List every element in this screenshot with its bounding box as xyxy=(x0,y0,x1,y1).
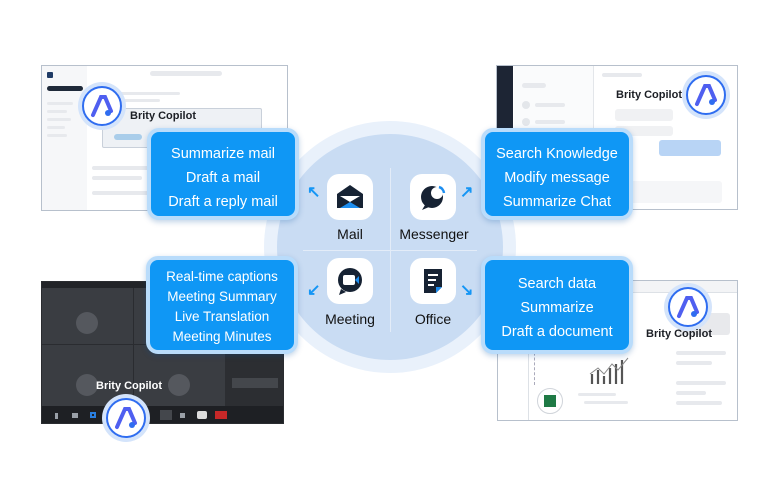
copilot-label-meeting: Brity Copilot xyxy=(96,380,162,392)
feature-item: Meeting Summary xyxy=(167,289,277,304)
chart-icon xyxy=(589,357,629,384)
share-icon[interactable] xyxy=(90,412,96,418)
arrow-up-left-icon: ↖ xyxy=(307,184,321,201)
copilot-logo-icon xyxy=(82,86,122,126)
meeting-icon xyxy=(338,268,362,295)
arrow-up-right-icon: ↗ xyxy=(460,184,474,201)
participant-avatar xyxy=(76,374,98,396)
mail-app-button[interactable] xyxy=(327,174,373,220)
camera-icon[interactable] xyxy=(72,413,78,418)
meeting-app-label: Meeting xyxy=(325,311,375,327)
messenger-app-label: Messenger xyxy=(399,226,469,242)
feature-item: Real-time captions xyxy=(166,269,278,284)
feature-item: Draft a mail xyxy=(185,170,261,186)
feature-item: Summarize xyxy=(520,300,594,316)
hub-divider-h xyxy=(303,250,477,251)
layout-icon[interactable] xyxy=(160,410,172,420)
office-app-button[interactable] xyxy=(410,258,456,304)
end-call-icon[interactable] xyxy=(215,411,227,419)
messenger-icon xyxy=(421,185,446,210)
feature-item: Draft a document xyxy=(501,324,613,340)
meeting-features-box: Real-time captions Meeting Summary Live … xyxy=(146,256,298,354)
meeting-app-button[interactable] xyxy=(327,258,373,304)
office-app-label: Office xyxy=(414,311,452,327)
arrow-down-right-icon: ↘ xyxy=(460,282,474,299)
feature-item: Summarize Chat xyxy=(503,194,611,210)
participant-avatar xyxy=(76,312,98,334)
office-icon xyxy=(424,269,442,293)
feature-item: Search Knowledge xyxy=(496,146,618,162)
participant-avatar xyxy=(168,374,190,396)
feature-item: Live Translation xyxy=(174,309,270,324)
feature-item: Modify message xyxy=(504,170,610,186)
feature-item: Meeting Minutes xyxy=(172,329,272,344)
excel-icon xyxy=(537,388,563,414)
feature-item: Summarize mail xyxy=(171,146,275,162)
office-features-box: Search data Summarize Draft a document xyxy=(481,256,633,354)
copilot-label-office: Brity Copilot xyxy=(646,328,712,340)
home-icon xyxy=(47,72,53,78)
feature-item: Search data xyxy=(517,276,597,292)
arrow-down-left-icon: ↙ xyxy=(307,282,321,299)
mic-icon[interactable] xyxy=(55,413,58,419)
copilot-label-messenger: Brity Copilot xyxy=(616,89,682,101)
messenger-app-button[interactable] xyxy=(410,174,456,220)
mail-features-box: Summarize mail Draft a mail Draft a repl… xyxy=(147,128,299,220)
feature-item: Draft a reply mail xyxy=(168,194,278,210)
copilot-label-mail: Brity Copilot xyxy=(130,110,196,122)
participants-icon[interactable] xyxy=(180,413,185,418)
copilot-logo-icon xyxy=(106,398,146,438)
messenger-features-box: Search Knowledge Modify message Summariz… xyxy=(481,128,633,220)
chat-icon[interactable] xyxy=(197,411,207,419)
copilot-logo-icon xyxy=(686,75,726,115)
mail-app-label: Mail xyxy=(337,226,363,242)
mail-icon xyxy=(337,185,363,208)
copilot-logo-icon xyxy=(668,287,708,327)
